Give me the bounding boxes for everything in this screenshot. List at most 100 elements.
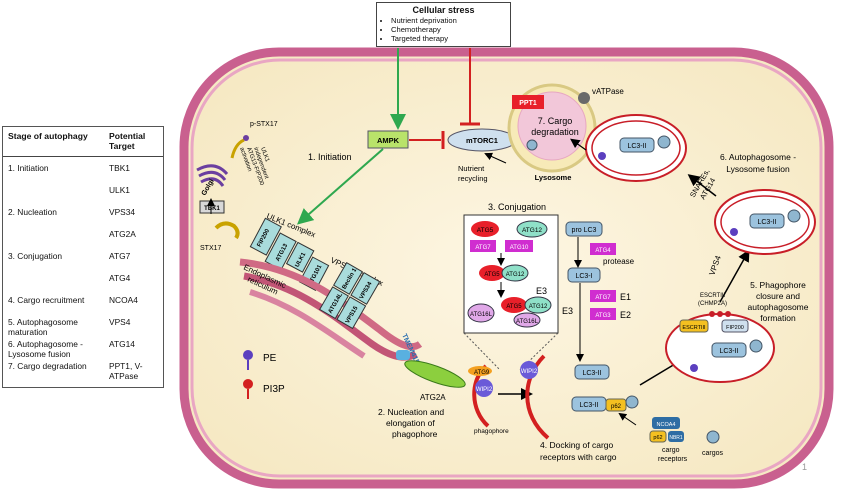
lc3i-box <box>567 267 601 283</box>
nutrient-label-2: recycling <box>458 174 488 183</box>
pro-lc3-box <box>565 221 603 237</box>
lc3ii-box-d <box>749 213 785 229</box>
mtorc1-label: mTORC1 <box>466 136 498 145</box>
target-cell: ATG4 <box>109 273 131 283</box>
vatpase-label: vATPase <box>592 87 624 96</box>
initiation-label: 1. Initiation <box>308 152 352 162</box>
atg4-label: ATG4 <box>595 248 611 254</box>
atg14l-box <box>318 286 349 320</box>
atg2a-node <box>404 360 466 388</box>
atg2a-label: ATG2A <box>420 393 446 402</box>
cargo-receptors-2: receptors <box>658 456 688 463</box>
stx17-label: STX17 <box>200 245 222 252</box>
target-cell: ATG2A <box>109 229 136 239</box>
stx17-icon <box>214 221 240 240</box>
autolysosome-inner <box>591 120 681 176</box>
atg5-label-c: ATG5 <box>506 304 522 310</box>
atg16l-label-b: ATG16L <box>516 319 539 325</box>
stage-cell: 4. Cargo recruitment <box>8 295 85 305</box>
pro-lc3-label: pro LC3 <box>572 227 597 234</box>
escrtiii-box <box>679 319 709 333</box>
pe-icon <box>243 350 253 360</box>
lc3ii-label-d: LC3-II <box>757 219 776 226</box>
fip200-box <box>249 217 282 256</box>
target-cell: ATG7 <box>109 251 131 261</box>
protease-label: protease <box>603 257 635 266</box>
atg5-node-b <box>479 265 505 281</box>
cell-membrane-inner <box>190 58 823 478</box>
atg4-box <box>590 243 616 255</box>
cargo-deg-label-2: degradation <box>531 127 579 137</box>
target-cell: PPT1, V-ATPase <box>109 361 143 381</box>
ppt1-box <box>512 95 544 109</box>
tmem41b-icon <box>396 350 410 360</box>
atg5-node-c <box>501 297 527 313</box>
pe-label: PE <box>263 353 277 364</box>
atg16l-label: ATG16L <box>470 312 493 318</box>
e1-label: E1 <box>620 292 631 302</box>
fusion-label-1: 6. Autophagosome - <box>720 152 796 162</box>
atg12-node-c <box>524 296 552 314</box>
e2-label: E2 <box>620 310 631 320</box>
conj-zoom-left <box>463 332 501 371</box>
atg12-label-c: ATG12 <box>529 304 548 310</box>
wipi2-node-a <box>475 379 493 397</box>
pe-icon-closure <box>690 364 698 372</box>
escrtiii-label: ESCRTIII <box>682 325 706 331</box>
target-cell: NCOA4 <box>109 295 138 305</box>
target-cell: TBK1 <box>109 163 130 173</box>
atg7-label: ATG7 <box>595 295 611 301</box>
nucleation-label-3: phagophore <box>392 429 438 439</box>
ncoa4-label: NCOA4 <box>657 422 676 428</box>
ulk1-box <box>285 241 315 273</box>
p62-label-b: p62 <box>653 435 662 441</box>
lc3ii-box-e <box>619 137 655 153</box>
cargo-receptors-1: cargo <box>662 447 680 454</box>
table-row: 5. Autophagosome maturation VPS4 <box>3 317 163 339</box>
closure-label-2: closure and <box>756 291 800 301</box>
closure-label-3: autophagosome <box>748 302 809 312</box>
pi3p-icon <box>243 379 253 389</box>
vatpase-icon <box>578 92 590 104</box>
nutrient-label-1: Nutrient <box>458 164 485 173</box>
ampk-label: AMPK <box>377 136 400 145</box>
fusion-to-lysosome-arrow <box>687 174 717 197</box>
stress-item: Chemotherapy <box>391 25 506 34</box>
atg10-box <box>505 240 533 252</box>
target-cell: ATG14 <box>109 339 135 349</box>
table-row: ULK1 <box>3 185 163 207</box>
target-cell: VPS4 <box>109 317 131 327</box>
table-row: ATG2A <box>3 229 163 251</box>
phagophore-membrane-2 <box>525 354 550 440</box>
atg9-label: ATG9 <box>474 370 490 376</box>
table-row: ATG4 <box>3 273 163 295</box>
pe-icon-auto <box>730 228 738 236</box>
stage-cell: 2. Nucleation <box>8 207 57 217</box>
ppt1-label: PPT1 <box>519 100 537 107</box>
nbr1-box <box>668 431 684 442</box>
beclin1-box <box>332 261 363 295</box>
ulk1-note-1: ULK1 <box>259 147 270 164</box>
fip200-small-box <box>721 319 749 333</box>
vps15-box <box>336 296 367 330</box>
escrt-dot-2 <box>717 311 723 317</box>
atg5-label-b: ATG5 <box>484 272 500 278</box>
p62-box-b <box>649 430 667 443</box>
er-shape-3 <box>249 289 366 359</box>
p62-label: p62 <box>611 404 622 410</box>
ampk-box <box>367 130 409 149</box>
stage-cell: 5. Autophagosome maturation <box>8 317 78 337</box>
lc3ii-label-c: LC3-II <box>719 348 738 355</box>
wipi2-label-b: WIPI2 <box>521 369 538 375</box>
nucleation-label-2: elongation of <box>386 418 435 428</box>
lc3ii-label-e: LC3-II <box>627 143 646 150</box>
lc3ii-box-a <box>574 364 610 380</box>
e3-label: E3 <box>562 306 573 316</box>
er-shape-1 <box>239 258 423 351</box>
nutrient-arrow <box>484 152 507 164</box>
